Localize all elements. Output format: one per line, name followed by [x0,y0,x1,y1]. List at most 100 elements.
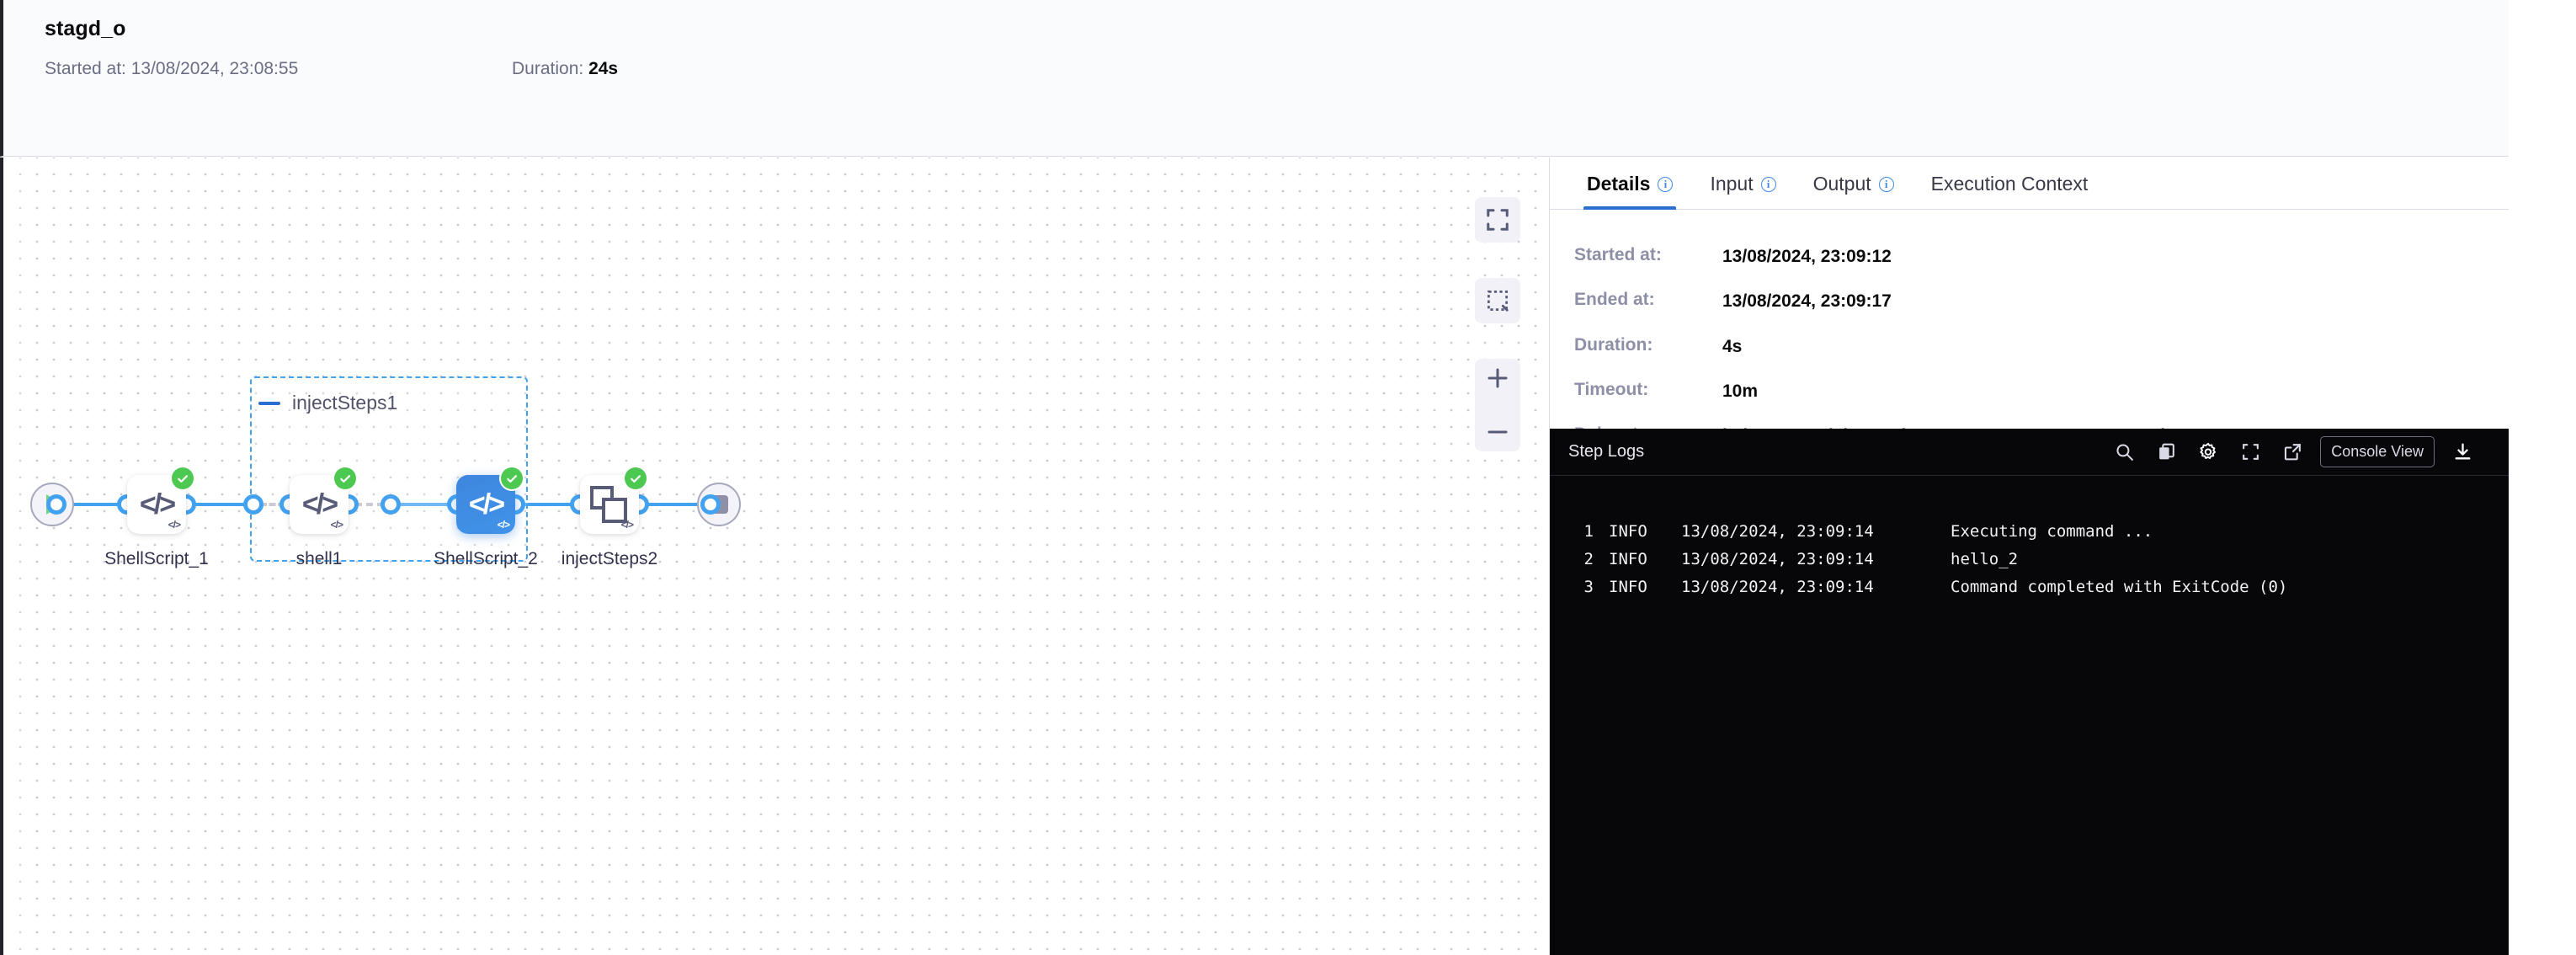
log-line: 2 INFO 13/08/2024, 23:09:14 hello_2 [1550,546,2509,574]
download-logs-button[interactable] [2441,431,2483,473]
step-group-label: injectSteps1 [292,392,398,413]
node-injectsteps2[interactable]: </> [580,467,647,534]
detail-row-started-at: Started at: 13/08/2024, 23:09:12 [1550,245,2509,269]
node-shellscript2[interactable]: </> </> [456,467,523,534]
node-label: shell1 [295,549,343,568]
step-logs-body[interactable]: 1 INFO 13/08/2024, 23:09:14 Executing co… [1550,476,2509,601]
node-label: ShellScript_2 [434,549,538,568]
gear-icon [2200,442,2217,459]
selection-box-button[interactable] [1475,278,1520,323]
code-glyph: </> [468,488,505,520]
detail-value: 13/08/2024, 23:09:17 [1722,291,1892,312]
fit-to-screen-button[interactable] [1475,197,1520,243]
detail-row-timeout: Timeout: 10m [1550,380,2509,403]
settings-button[interactable] [2187,431,2229,473]
tab-label: Details [1587,173,1651,195]
execution-header: stagd_o Started at: 13/08/2024, 23:08:55… [0,0,2509,157]
collapse-icon[interactable] [258,401,280,405]
log-line-number: 1 [1583,522,1594,541]
detail-value: 10m [1722,381,1759,402]
detail-tabs: Details i Input i Output i Execution Con… [1550,157,2509,210]
copy-icon [2158,443,2174,460]
started-at-value: 13/08/2024, 23:08:55 [130,59,299,78]
code-glyph: </> [168,519,181,531]
port-end-in[interactable] [700,494,721,515]
log-timestamp: 13/08/2024, 23:09:14 [1681,578,1874,596]
tab-label: Execution Context [1930,173,2089,195]
edge-start-to-shellscript1 [62,503,146,506]
edge-shellscript2-to-injectsteps2 [508,503,588,506]
tab-execution-context[interactable]: Execution Context [1913,173,2107,209]
node-label: ShellScript_1 [104,549,209,568]
open-external-button[interactable] [2271,431,2313,473]
port-group-out[interactable] [381,494,401,515]
edge-injectsteps2-to-end [631,503,723,506]
detail-row-ended-at: Ended at: 13/08/2024, 23:09:17 [1550,290,2509,313]
step-logs-title: Step Logs [1568,442,1645,461]
node-shell1[interactable]: </> </> [290,467,356,534]
download-icon [2455,443,2470,460]
page-title: stagd_o [45,17,126,40]
info-icon[interactable]: i [1760,176,1776,192]
tab-input[interactable]: Input i [1691,173,1794,209]
external-link-icon [2284,444,2301,461]
tab-label: Output [1812,173,1871,195]
log-level: INFO [1609,522,1647,541]
node-shellscript1[interactable]: </> </> [127,467,194,534]
fullscreen-button[interactable] [2229,431,2271,473]
log-message: Command completed with ExitCode (0) [1951,578,2288,596]
detail-value: 13/08/2024, 23:09:12 [1722,247,1892,266]
log-line: 1 INFO 13/08/2024, 23:09:14 Executing co… [1550,518,2509,546]
status-success-icon [501,467,523,489]
plus-icon [1488,368,1508,388]
code-glyph: </> [497,519,510,531]
pipeline-canvas[interactable]: injectSteps1 </> </> ShellScript_1 </> [0,157,1549,955]
info-icon[interactable]: i [1658,176,1674,192]
edge-group-out-dashed [344,503,395,506]
step-logs-toolbar: Step Logs [1550,429,2509,476]
edge-shellscript1-to-group [176,503,252,506]
search-button[interactable] [2103,431,2145,473]
fullscreen-icon [2242,444,2259,460]
log-level: INFO [1609,578,1647,596]
step-group-header[interactable]: injectSteps1 [258,392,397,414]
detail-value: 4s [1722,336,1743,356]
tab-details[interactable]: Details i [1568,173,1691,210]
copy-button[interactable] [2145,431,2187,473]
code-glyph: </> [301,488,338,520]
node-label: injectSteps2 [561,549,658,568]
zoom-out-button[interactable] [1475,413,1520,451]
status-success-icon [625,467,647,489]
duration-value: 24s [588,59,619,78]
detail-label: Duration: [1574,334,1653,355]
log-message: hello_2 [1951,550,2019,568]
zoom-in-button[interactable] [1475,359,1520,397]
detail-label: Ended at: [1574,290,1655,310]
minus-icon [1488,430,1508,434]
port-start-out[interactable] [46,494,67,515]
started-at-label: Started at: [45,59,126,78]
port-group-in[interactable] [243,494,263,515]
detail-label: Started at: [1574,245,1662,264]
console-view-toggle[interactable]: Console View [2320,436,2435,467]
started-at-meta: Started at: 13/08/2024, 23:08:55 [45,59,298,79]
code-glyph: </> [330,519,343,531]
status-success-icon [334,467,356,489]
log-timestamp: 13/08/2024, 23:09:14 [1681,550,1874,568]
log-line-number: 3 [1583,578,1594,596]
log-level: INFO [1609,550,1647,568]
duration-meta: Duration: 24s [512,59,618,79]
code-glyph: </> [139,488,176,520]
fit-screen-icon [1487,209,1509,231]
detail-row-duration: Duration: 4s [1550,335,2509,359]
zoom-controls[interactable] [1475,359,1520,451]
status-success-icon [172,467,194,489]
log-message: Executing command ... [1951,522,2153,541]
tab-output[interactable]: Output i [1795,173,1913,209]
duplicate-icon [590,486,629,523]
search-icon [2116,444,2133,461]
tab-label: Input [1710,173,1754,195]
detail-label: Timeout: [1574,380,1649,400]
info-icon[interactable]: i [1878,176,1894,192]
